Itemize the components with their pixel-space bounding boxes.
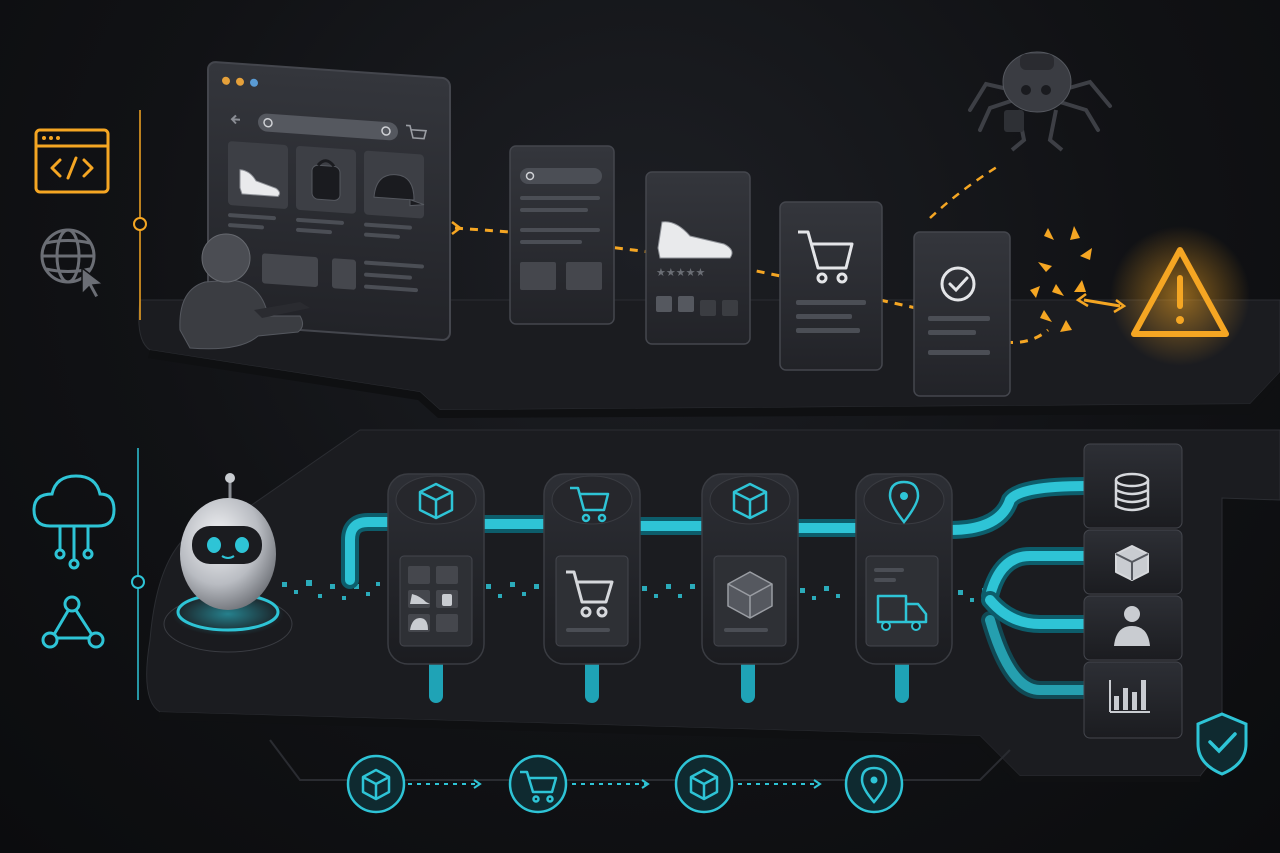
person-at-keyboard-icon xyxy=(179,233,310,350)
product-card: ★★★★★ xyxy=(645,171,751,345)
sneaker-icon xyxy=(239,169,281,197)
pipeline-node xyxy=(701,473,799,665)
location-pin-icon xyxy=(860,766,888,804)
bar-chart-icon xyxy=(1109,680,1150,713)
cube-icon xyxy=(732,482,768,520)
search-results-card xyxy=(509,145,615,325)
cart-screen xyxy=(566,570,614,618)
pipeline-node xyxy=(543,473,641,665)
product-grid-screen xyxy=(408,566,458,632)
pipeline-node xyxy=(855,473,953,665)
cube-icon xyxy=(1115,545,1149,581)
timeline-step xyxy=(674,754,734,814)
delivery-truck-screen xyxy=(874,568,928,631)
globe-cursor-icon xyxy=(40,228,105,299)
backpack-icon xyxy=(311,159,341,201)
modern-section xyxy=(32,429,1280,782)
cloud-network-icon xyxy=(32,474,116,570)
code-window-icon xyxy=(34,128,110,194)
pipeline-node xyxy=(387,473,485,665)
check-circle-icon xyxy=(940,266,976,302)
pipeline-pipes xyxy=(341,477,1095,703)
cart-icon xyxy=(520,770,558,803)
package-screen xyxy=(727,571,773,619)
output-stack xyxy=(1083,443,1183,739)
workflow-timeline xyxy=(269,739,1011,814)
legacy-section: ★★★★★ xyxy=(34,51,1280,418)
cart-icon xyxy=(570,486,610,523)
crawler-path xyxy=(929,163,1001,219)
warning-triangle-icon xyxy=(1110,226,1250,366)
spider-robot-icon xyxy=(968,51,1112,152)
checkout-confirm-card xyxy=(913,231,1011,397)
shield-check-icon xyxy=(1196,712,1248,776)
cube-icon xyxy=(361,768,391,801)
cube-icon xyxy=(689,768,719,801)
browser-window xyxy=(207,61,451,341)
cart-icon xyxy=(798,230,854,284)
timeline-step xyxy=(844,754,904,814)
cube-icon xyxy=(418,482,454,520)
robot-head-icon xyxy=(163,473,293,653)
svg-text:★★★★★: ★★★★★ xyxy=(656,266,705,279)
data-stream xyxy=(282,580,987,602)
timeline-step xyxy=(508,754,568,814)
database-icon xyxy=(1114,472,1150,512)
modern-rail-node xyxy=(131,575,145,589)
user-icon xyxy=(1114,606,1150,646)
sneaker-icon xyxy=(657,221,733,259)
cap-icon xyxy=(373,174,425,207)
location-pin-icon xyxy=(888,480,920,525)
timeline-step xyxy=(346,754,406,814)
cart-card xyxy=(779,201,883,371)
graph-nodes-icon xyxy=(41,595,105,649)
legacy-rail-node xyxy=(133,217,147,231)
